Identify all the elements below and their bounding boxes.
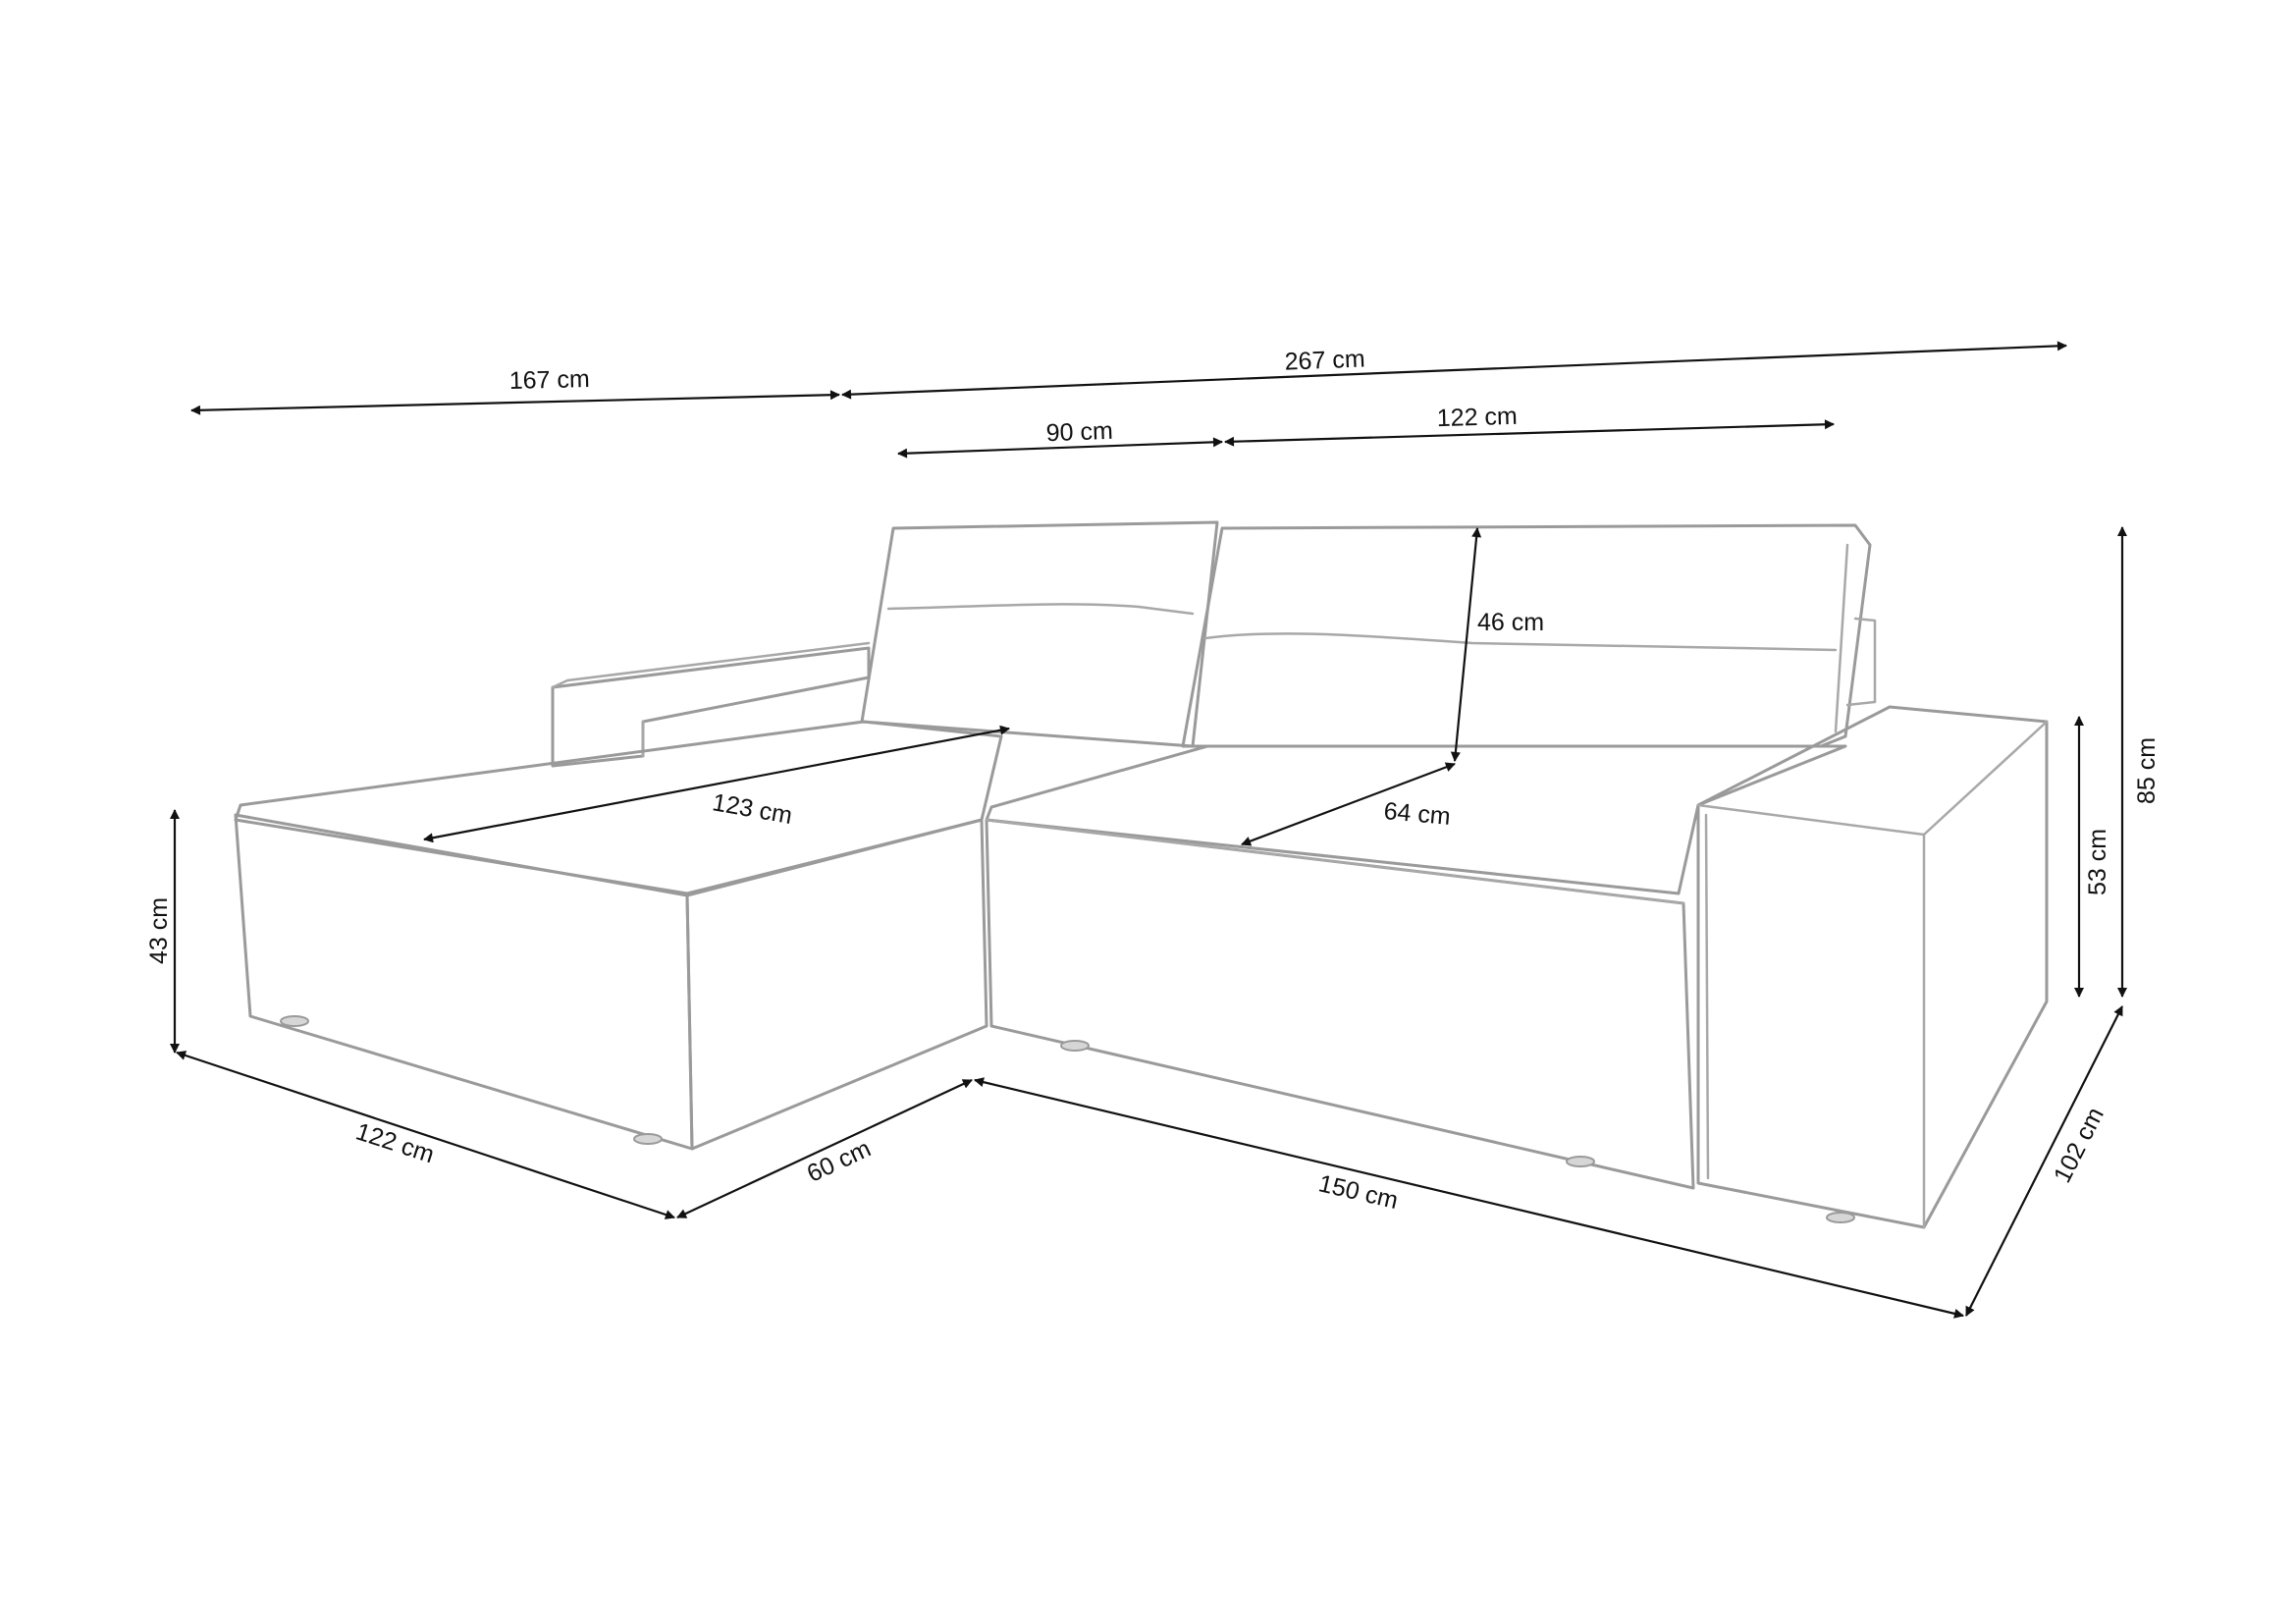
label-167: 167 cm	[508, 365, 590, 395]
chaise-front	[234, 813, 694, 1151]
dimension-labels: 167 cm 267 cm 90 cm 122 cm 123 cm 46 cm …	[145, 345, 2161, 1215]
left-armrest	[551, 646, 871, 768]
label-102: 102 cm	[2049, 1103, 2109, 1187]
dim-line-122-top	[1224, 419, 1835, 447]
dim-line-90	[897, 437, 1223, 459]
dim-line-102	[1965, 1005, 2123, 1317]
chaise-seat	[234, 720, 1003, 895]
label-150: 150 cm	[1316, 1169, 1401, 1215]
dim-line-167	[190, 390, 840, 415]
label-64: 64 cm	[1383, 797, 1452, 831]
dim-line-150	[974, 1077, 1964, 1319]
label-46: 46 cm	[1477, 609, 1544, 636]
chaise-side	[685, 818, 988, 1151]
dim-line-64	[1241, 762, 1456, 846]
label-123: 123 cm	[711, 788, 795, 830]
back-cushion-left	[860, 520, 1219, 748]
label-122-top: 122 cm	[1436, 403, 1518, 432]
label-90: 90 cm	[1045, 417, 1113, 447]
sofa-drawing	[234, 520, 2049, 1229]
label-43: 43 cm	[145, 897, 173, 964]
label-53: 53 cm	[2084, 829, 2111, 895]
dim-line-122-side	[176, 1051, 675, 1219]
back-cushion-right	[1181, 523, 1872, 748]
label-85: 85 cm	[2133, 737, 2161, 804]
dimension-lines	[170, 341, 2127, 1319]
dim-line-267	[841, 341, 2067, 400]
dim-line-60	[676, 1079, 973, 1218]
dim-line-46	[1450, 527, 1482, 762]
label-267: 267 cm	[1284, 345, 1365, 375]
dim-line-123	[423, 725, 1010, 843]
main-front	[985, 818, 1695, 1190]
